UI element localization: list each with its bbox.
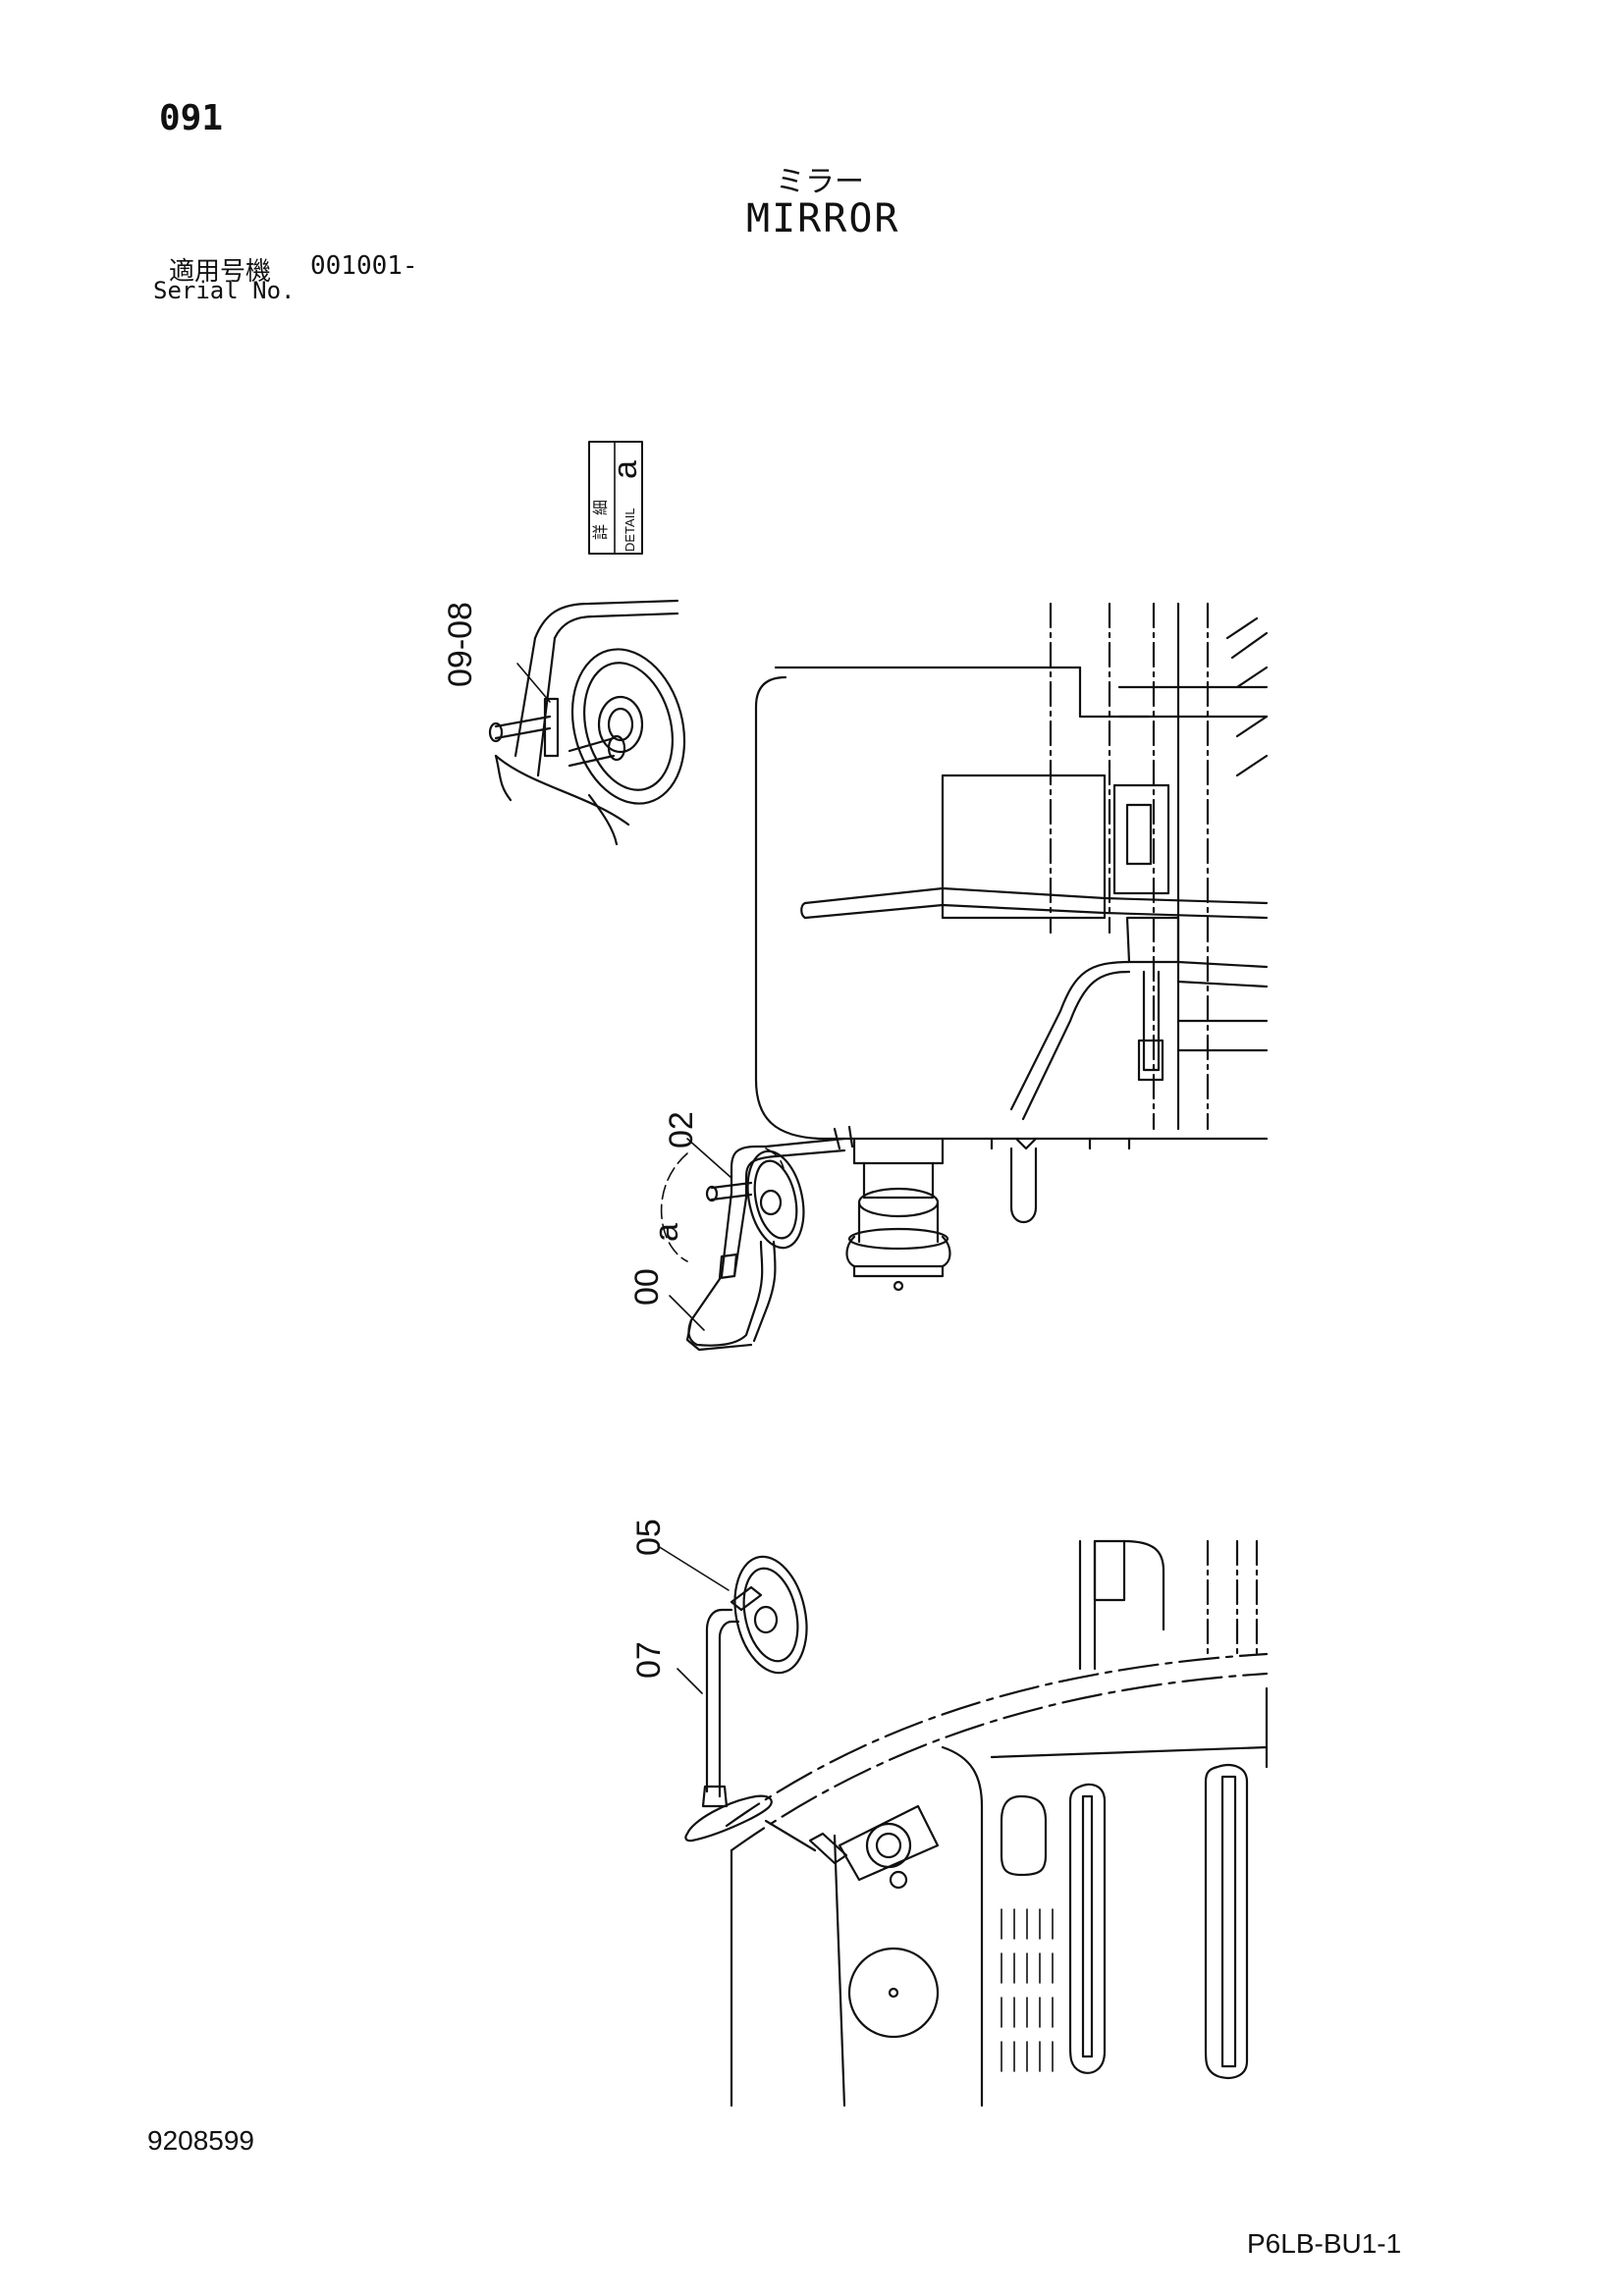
- lamp-assembly: [845, 1137, 951, 1292]
- detail-label-box: 詳 細 DETAIL a: [588, 441, 644, 555]
- callout-07: 07: [630, 1641, 668, 1679]
- callout-05: 05: [630, 1519, 668, 1556]
- callout-09-08: 09-08: [442, 602, 479, 687]
- serial-label-english: Serial No.: [153, 277, 296, 304]
- document-number: 9208599: [147, 2125, 255, 2156]
- serial-label-japanese: 適用号機: [169, 257, 272, 287]
- detail-kanji-2: 細: [592, 500, 610, 515]
- page-number: 091: [159, 98, 224, 138]
- part-callouts: 09-08 02 a 00 05 07: [442, 602, 700, 1679]
- callout-a: a: [648, 1223, 685, 1242]
- mirror-top-view: [660, 1125, 854, 1352]
- title-english: MIRROR: [746, 196, 900, 241]
- callout-02: 02: [663, 1111, 700, 1148]
- serial-value: 001001-: [310, 251, 418, 281]
- cab-side-view: [725, 1539, 1269, 2108]
- side-mirror-assembly: [657, 1545, 808, 1842]
- detail-a-mirror-closeup: [488, 599, 686, 846]
- detail-label: DETAIL: [623, 507, 637, 552]
- detail-letter: a: [607, 460, 644, 479]
- title-japanese: ミラー: [776, 165, 864, 199]
- callout-00: 00: [628, 1268, 666, 1306]
- cab-top-view: [754, 602, 1269, 1223]
- page-code: P6LB-BU1-1: [1247, 2228, 1402, 2259]
- detail-kanji-1: 詳: [592, 524, 610, 540]
